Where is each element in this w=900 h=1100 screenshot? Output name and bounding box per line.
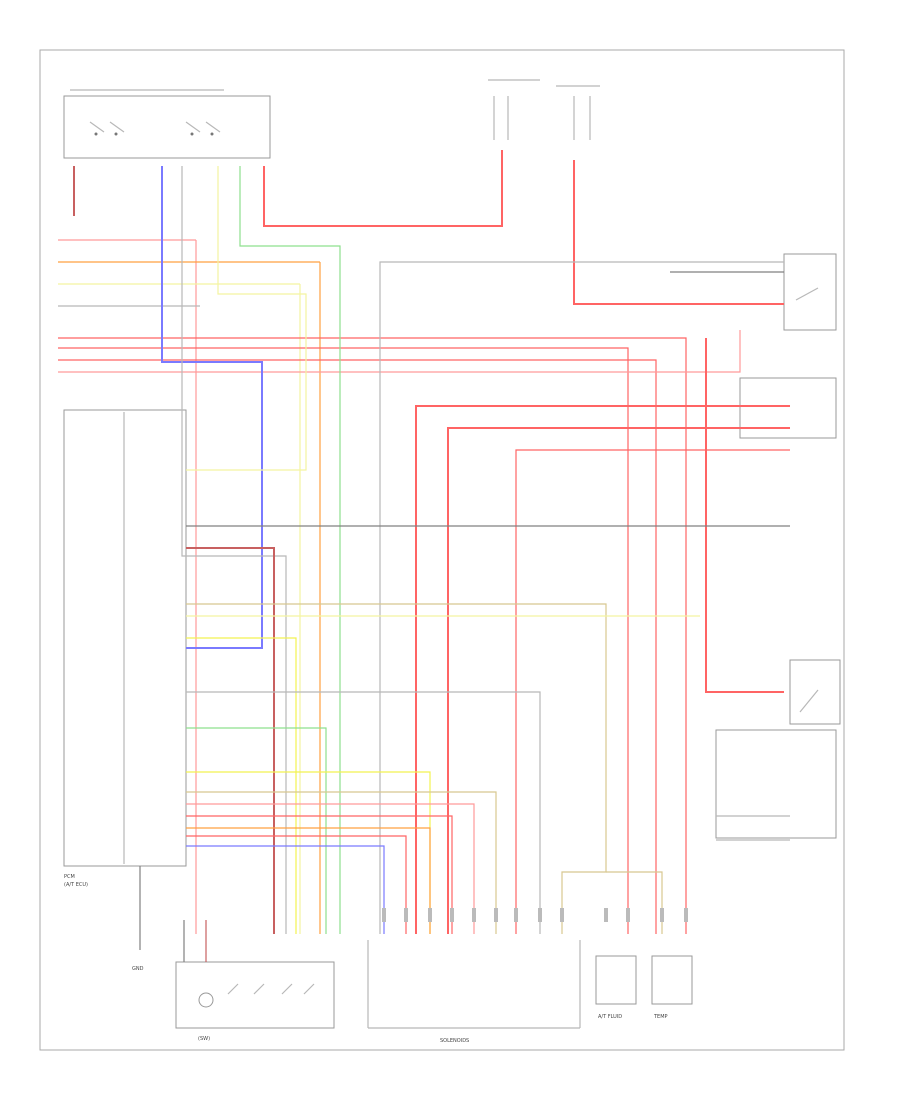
right-switch-box (715, 659, 841, 839)
diagram-frame (39, 49, 845, 1051)
footer-left-label: (SW) (198, 1036, 210, 1042)
fuse-relay-group (488, 79, 600, 140)
pcm-sublabel: (A/T ECU) (64, 882, 88, 888)
temp-sensor-box-1 (595, 955, 637, 1005)
bottom-connector-ticks (382, 908, 688, 922)
sensor-label-1: A/T FLUID (598, 1014, 622, 1020)
pcm-connector-block: PCM (A/T ECU) (63, 409, 187, 888)
pcm-label: PCM (64, 874, 75, 880)
sensor-label-2: TEMP (653, 1014, 668, 1020)
ground-label: GND (132, 966, 144, 972)
top-left-switch-assembly (63, 89, 271, 159)
solenoid-assembly: SOLENOIDS (367, 940, 581, 1044)
temp-sensor-box-2 (651, 955, 693, 1005)
bottom-left-switch (175, 961, 335, 1029)
right-relay-box (739, 253, 837, 439)
solenoid-label: SOLENOIDS (440, 1038, 469, 1044)
